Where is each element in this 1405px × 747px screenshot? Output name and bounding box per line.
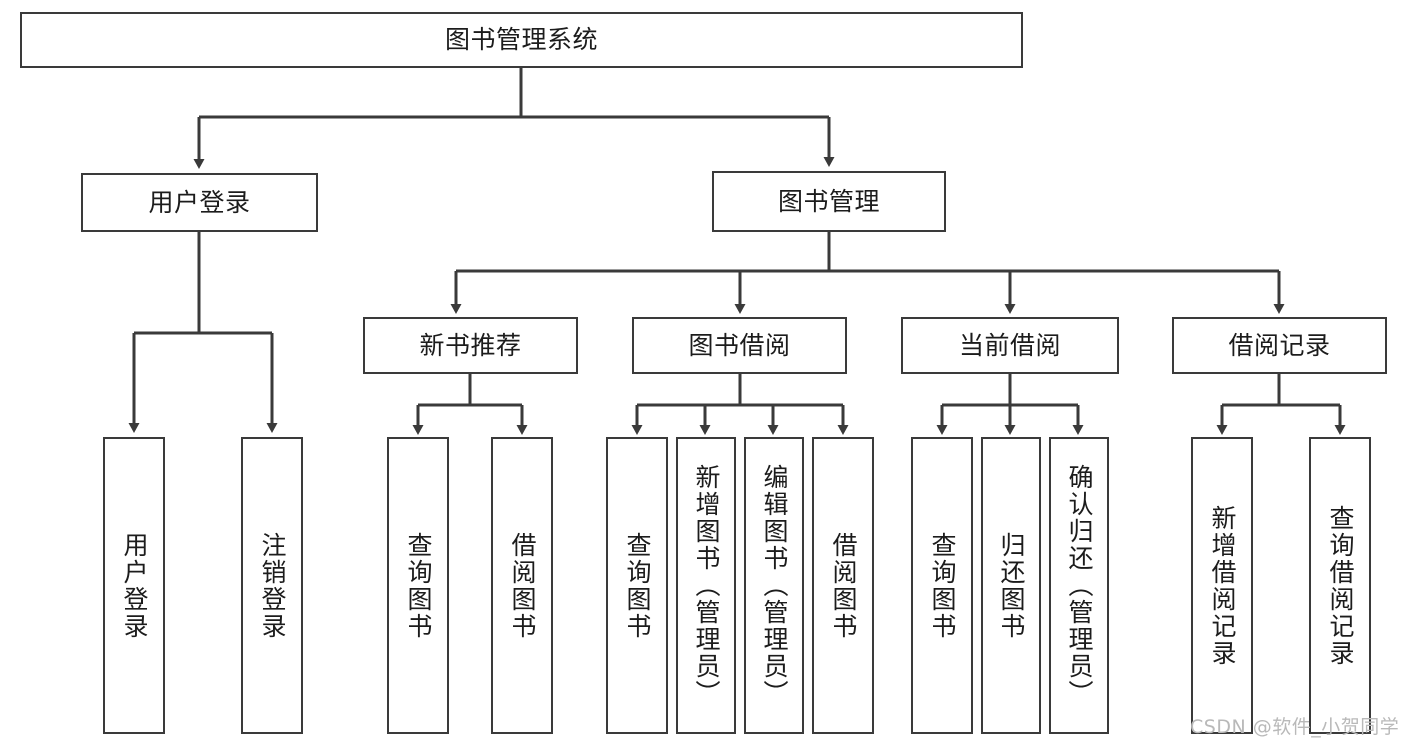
leaf-record-query-label: 查询借阅记录 <box>1326 504 1355 667</box>
leaf-current-query-book[interactable]: 查询图书 <box>911 437 973 734</box>
node-current-borrow-label: 当前借阅 <box>958 330 1061 360</box>
leaf-record-add[interactable]: 新增借阅记录 <box>1191 437 1253 734</box>
node-book-borrow-label: 图书借阅 <box>688 330 791 360</box>
node-user-login[interactable]: 用户登录 <box>81 173 318 232</box>
node-borrow-record-label: 借阅记录 <box>1228 330 1331 360</box>
node-new-book-recommend[interactable]: 新书推荐 <box>363 317 578 374</box>
leaf-new-book-query-label: 查询图书 <box>404 531 433 640</box>
csdn-watermark: CSDN @软件_小贺同学 <box>1190 716 1400 738</box>
leaf-current-query-book-label: 查询图书 <box>928 531 957 640</box>
node-root-label: 图书管理系统 <box>444 25 598 55</box>
leaf-logout[interactable]: 注销登录 <box>241 437 303 734</box>
leaf-borrow-query-book-label: 查询图书 <box>623 531 652 640</box>
leaf-new-book-borrow-label: 借阅图书 <box>508 531 537 640</box>
node-book-manage[interactable]: 图书管理 <box>712 171 946 232</box>
node-current-borrow[interactable]: 当前借阅 <box>901 317 1119 374</box>
leaf-record-add-label: 新增借阅记录 <box>1208 504 1237 667</box>
node-user-login-label: 用户登录 <box>148 187 251 217</box>
leaf-current-return-book-label: 归还图书 <box>997 531 1026 640</box>
leaf-borrow-borrow-book-label: 借阅图书 <box>829 531 858 640</box>
leaf-borrow-query-book[interactable]: 查询图书 <box>606 437 668 734</box>
leaf-logout-label: 注销登录 <box>258 531 287 640</box>
leaf-user-login-label: 用户登录 <box>120 531 149 640</box>
leaf-record-query[interactable]: 查询借阅记录 <box>1309 437 1371 734</box>
leaf-borrow-add-book[interactable]: 新增图书（管理员） <box>676 437 736 734</box>
node-book-borrow[interactable]: 图书借阅 <box>632 317 847 374</box>
leaf-current-confirm-return-label: 确认归还（管理员） <box>1065 464 1094 707</box>
leaf-new-book-query[interactable]: 查询图书 <box>387 437 449 734</box>
leaf-borrow-edit-book[interactable]: 编辑图书（管理员） <box>744 437 804 734</box>
node-borrow-record[interactable]: 借阅记录 <box>1172 317 1387 374</box>
leaf-borrow-add-book-label: 新增图书（管理员） <box>692 464 721 707</box>
leaf-current-confirm-return[interactable]: 确认归还（管理员） <box>1049 437 1109 734</box>
leaf-new-book-borrow[interactable]: 借阅图书 <box>491 437 553 734</box>
leaf-user-login[interactable]: 用户登录 <box>103 437 165 734</box>
leaf-borrow-edit-book-label: 编辑图书（管理员） <box>760 464 789 707</box>
leaf-current-return-book[interactable]: 归还图书 <box>981 437 1041 734</box>
leaf-borrow-borrow-book[interactable]: 借阅图书 <box>812 437 874 734</box>
node-root[interactable]: 图书管理系统 <box>20 12 1023 68</box>
node-new-book-recommend-label: 新书推荐 <box>419 330 522 360</box>
node-book-manage-label: 图书管理 <box>777 186 880 216</box>
